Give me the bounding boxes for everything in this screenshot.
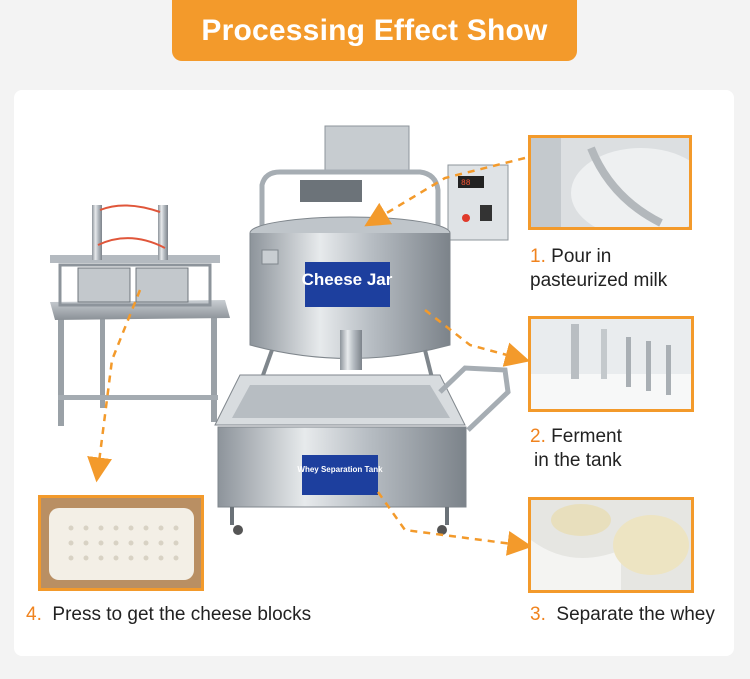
cheese-press-machine [50,204,230,426]
step-4-text: Press to get the cheese blocks [52,604,312,625]
step-2-caption: 2. Ferment in the tank [530,425,622,473]
step-2-text-line2: in the tank [534,450,622,471]
photo-separate-whey [528,497,694,593]
whey-tank-label: Whey Separation Tank [297,465,383,474]
step-4-number: 4. [26,604,42,625]
step-4-caption: 4. Press to get the cheese blocks [26,603,311,627]
page-title-banner: Processing Effect Show [172,0,577,61]
step-1-caption: 1. Pour in pasteurized milk [530,245,667,293]
photo-pour-milk [528,135,692,230]
step-1-text-line1: Pour in [551,246,612,267]
step-2-number: 2. [530,426,546,447]
photo-ferment [528,316,694,412]
whey-separation-tank: Whey Separation Tank [214,365,511,535]
flow-arrow-icon [87,156,533,556]
step-3-text: Separate the whey [556,604,715,625]
step-3-number: 3. [530,604,546,625]
page-title: Processing Effect Show [201,13,548,47]
svg-text:88: 88 [461,179,471,188]
cheese-jar-machine: 88 Cheese Jar [249,125,509,379]
cheese-jar-label: Cheese Jar [302,270,393,289]
step-2-text-line1: Ferment [551,426,622,447]
step-1-text-line2: pasteurized milk [530,270,668,291]
step-3-caption: 3. Separate the whey [530,603,715,627]
step-1-number: 1. [530,246,546,267]
photo-cheese-block [38,495,204,591]
